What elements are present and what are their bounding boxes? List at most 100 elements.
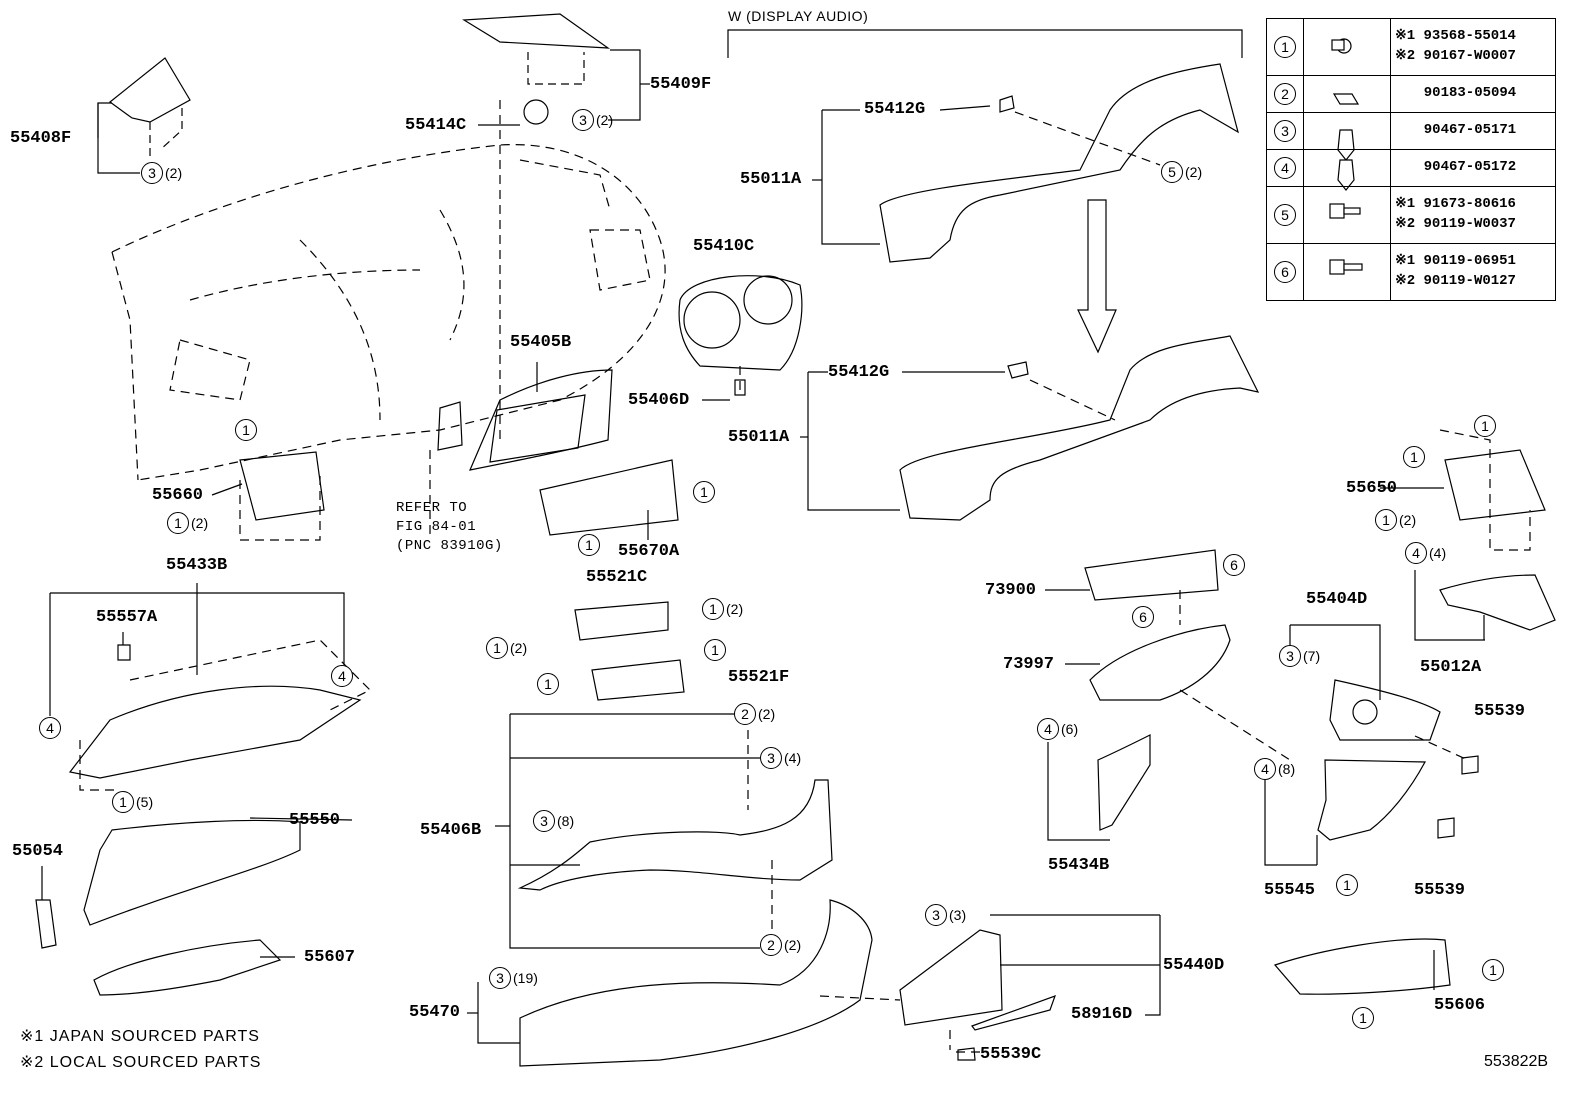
callout-fastener: 1 <box>1482 959 1506 981</box>
part-label-55521C[interactable]: 55521C <box>586 568 648 587</box>
callout-fastener: 3(8) <box>533 810 574 832</box>
note-local-sourced: ※2 LOCAL SOURCED PARTS <box>20 1054 262 1071</box>
part-label-55406B[interactable]: 55406B <box>420 821 482 840</box>
part-label-55012A[interactable]: 55012A <box>1420 658 1482 677</box>
part-label-55414C[interactable]: 55414C <box>405 116 467 135</box>
callout-qty: (2) <box>1185 164 1203 180</box>
callout-fastener: 1 <box>1352 1007 1376 1029</box>
fastener-legend-table: 1 ※1 93568-55014 ※2 90167-W0007 2 90183-… <box>1266 18 1556 301</box>
part-label-55470[interactable]: 55470 <box>409 1003 461 1022</box>
callout-fastener: 1 <box>1403 446 1427 468</box>
callout-qty: (2) <box>784 937 802 953</box>
part-label-55011A[interactable]: 55011A <box>740 170 802 189</box>
legend-part-number: ※1 93568-55014 <box>1395 28 1516 45</box>
callout-qty: (2) <box>596 112 614 128</box>
part-label-55440D[interactable]: 55440D <box>1163 956 1225 975</box>
callout-key: 1 <box>537 673 559 695</box>
callout-key: 4 <box>1254 758 1276 780</box>
part-label-55550[interactable]: 55550 <box>289 811 341 830</box>
variant-label: W (DISPLAY AUDIO) <box>728 8 869 24</box>
callout-fastener: 1(2) <box>486 637 527 659</box>
part-label-55670A[interactable]: 55670A <box>618 542 680 561</box>
legend-part-number: ※2 90167-W0007 <box>1395 48 1516 64</box>
part-label-55410C[interactable]: 55410C <box>693 237 755 256</box>
callout-key: 1 <box>702 598 724 620</box>
callout-fastener: 1 <box>235 419 259 441</box>
variant-bracket <box>727 29 1243 58</box>
legend-part-number: ※2 90119-W0127 <box>1395 273 1516 289</box>
callout-key: 4 <box>1037 718 1059 740</box>
callout-qty: (8) <box>557 813 575 829</box>
part-label-55607[interactable]: 55607 <box>304 948 356 967</box>
part-label-55434B[interactable]: 55434B <box>1048 856 1110 875</box>
part-label-55054[interactable]: 55054 <box>12 842 64 861</box>
legend-row: 6 ※1 90119-06951 ※2 90119-W0127 <box>1266 243 1556 301</box>
part-label-55409F[interactable]: 55409F <box>650 75 712 94</box>
legend-part-number: ※2 90119-W0037 <box>1395 216 1516 232</box>
legend-key: 5 <box>1274 204 1296 226</box>
callout-fastener: 3(2) <box>572 109 613 131</box>
callout-key: 4 <box>39 717 61 739</box>
part-label-55404D[interactable]: 55404D <box>1306 590 1368 609</box>
part-label-58916D[interactable]: 58916D <box>1071 1005 1133 1024</box>
part-label-55539[interactable]: 55539 <box>1414 881 1466 900</box>
part-label-55406D[interactable]: 55406D <box>628 391 690 410</box>
callout-key: 1 <box>112 791 134 813</box>
part-label-55606[interactable]: 55606 <box>1434 996 1486 1015</box>
part-label-55412G[interactable]: 55412G <box>828 363 890 382</box>
part-label-73997[interactable]: 73997 <box>1003 655 1055 674</box>
part-label-55011A[interactable]: 55011A <box>728 428 790 447</box>
callout-fastener: 4(8) <box>1254 758 1295 780</box>
callout-qty: (19) <box>513 970 538 986</box>
part-label-55408F[interactable]: 55408F <box>10 129 72 148</box>
callout-fastener: 1 <box>1336 874 1360 896</box>
callout-fastener: 4(6) <box>1037 718 1078 740</box>
callout-qty: (2) <box>1399 512 1417 528</box>
part-label-55405B[interactable]: 55405B <box>510 333 572 352</box>
leader-lines <box>41 49 1485 1044</box>
callout-fastener: 1 <box>578 534 602 556</box>
callout-key: 1 <box>704 639 726 661</box>
legend-part-number: ※1 90119-06951 <box>1395 253 1516 270</box>
callout-fastener: 4 <box>39 717 63 739</box>
legend-part-number: ※1 91673-80616 <box>1395 196 1516 213</box>
part-label-55412G[interactable]: 55412G <box>864 100 926 119</box>
legend-part-number: 90183-05094 <box>1423 85 1517 102</box>
callout-key: 1 <box>167 512 189 534</box>
callout-qty: (4) <box>784 750 802 766</box>
callout-fastener: 1(2) <box>167 512 208 534</box>
callout-key: 1 <box>1474 415 1496 437</box>
legend-row: 4 90467-05172 <box>1266 149 1556 187</box>
callout-fastener: 3(19) <box>489 967 538 989</box>
legend-key: 3 <box>1274 120 1296 142</box>
part-label-73900[interactable]: 73900 <box>985 581 1037 600</box>
callout-key: 2 <box>734 703 756 725</box>
callout-key: 6 <box>1132 606 1154 628</box>
drawing-number: 553822B <box>1484 1053 1549 1070</box>
legend-row: 5 ※1 91673-80616 ※2 90119-W0037 <box>1266 186 1556 244</box>
callout-fastener: 2(2) <box>734 703 775 725</box>
part-label-55539[interactable]: 55539 <box>1474 702 1526 721</box>
callout-key: 1 <box>235 419 257 441</box>
callout-fastener: 2(2) <box>760 934 801 956</box>
callout-key: 2 <box>760 934 782 956</box>
callout-key: 3 <box>141 162 163 184</box>
callout-fastener: 1 <box>693 481 717 503</box>
part-label-55545[interactable]: 55545 <box>1264 881 1316 900</box>
callout-qty: (2) <box>758 706 776 722</box>
callout-fastener: 1(5) <box>112 791 153 813</box>
callout-key: 3 <box>533 810 555 832</box>
callout-fastener: 3(7) <box>1279 645 1320 667</box>
callout-key: 1 <box>693 481 715 503</box>
part-label-55557A[interactable]: 55557A <box>96 608 158 627</box>
callout-fastener: 1(2) <box>1375 509 1416 531</box>
part-label-55433B[interactable]: 55433B <box>166 556 228 575</box>
upper-panels <box>109 13 611 125</box>
part-label-55539C[interactable]: 55539C <box>980 1045 1042 1064</box>
part-label-55660[interactable]: 55660 <box>152 486 204 505</box>
callout-key: 1 <box>1482 959 1504 981</box>
part-label-55650[interactable]: 55650 <box>1346 479 1398 498</box>
part-label-55521F[interactable]: 55521F <box>728 668 790 687</box>
callout-key: 1 <box>486 637 508 659</box>
callout-fastener: 1(2) <box>702 598 743 620</box>
